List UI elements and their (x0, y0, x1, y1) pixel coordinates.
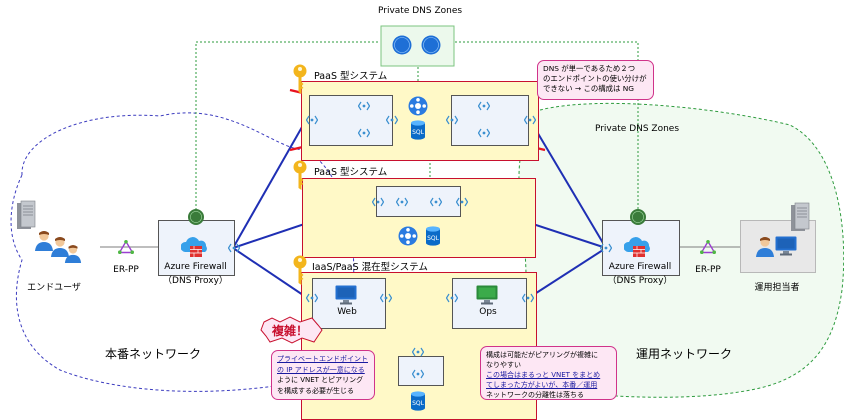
key-icon (293, 255, 307, 285)
private-dns-zone-box (380, 25, 455, 67)
ng-callout-line: できない → この構成は NG (543, 84, 635, 93)
callout-line: 構成は可能だがピアリングが複雑に (486, 351, 598, 359)
ops-vm-icon (476, 285, 498, 305)
vnet-box-left (309, 95, 393, 146)
peering-callout-left: プライベートエンドポイント の IP アドレスが一意になる ように VNET と… (271, 350, 375, 400)
connector-icon (446, 115, 458, 125)
person-icon (756, 237, 774, 257)
connector-icon (358, 128, 370, 138)
callout-line: の IP アドレスが一意になる (277, 365, 365, 374)
paas-system-2-title: PaaS 型システム (314, 167, 388, 178)
private-dns-zones-top-label: Private DNS Zones (378, 6, 463, 16)
vnet-box-right (451, 95, 529, 146)
dns-zone-icon (421, 35, 441, 55)
firewall-label-right: Azure Firewall (608, 262, 672, 272)
connector-icon (412, 369, 424, 379)
person-icon (64, 245, 82, 263)
connector-icon (412, 347, 424, 357)
connector-icon (522, 293, 534, 303)
connector-icon (524, 115, 536, 125)
firewall-label-left: Azure Firewall (164, 262, 227, 272)
callout-line: なりやすい (486, 361, 521, 369)
connector-icon (446, 293, 458, 303)
dns-proxy-icon (188, 209, 204, 225)
sql-label: SQL (412, 400, 424, 407)
web-vm-label: Web (337, 307, 357, 317)
expressroute-peering-icon (118, 240, 134, 254)
firewall-sublabel-left: （DNS Proxy） (163, 276, 228, 286)
private-dns-zones-right-label: Private DNS Zones (594, 124, 680, 134)
connector-icon (228, 243, 240, 253)
peering-callout-right: 構成は可能だがピアリングが複雑に なりやすい この場合はまるっと VNET をま… (480, 346, 617, 400)
connector-icon (478, 101, 490, 111)
connector-icon (386, 115, 398, 125)
callout-line: ように VNET とピアリング (277, 376, 364, 384)
production-network-label: 本番ネットワーク (105, 347, 202, 361)
sql-label: SQL (412, 129, 424, 136)
paas-system-1-title: PaaS 型システム (314, 71, 388, 82)
app-gateway-icon (408, 96, 428, 116)
key-icon (293, 64, 307, 94)
callout-line: この場合はまるっと VNET をまとめ (486, 371, 601, 379)
firewall-icon (181, 236, 208, 258)
ng-callout-line: のエンドポイントの使い分けが (543, 74, 647, 83)
app-gateway-icon (398, 226, 418, 246)
vnet-box (376, 186, 461, 217)
firewall-sublabel-right: （DNS Proxy） (607, 276, 673, 286)
complexity-label: 複雑！ (272, 324, 309, 338)
server-icon (16, 200, 36, 230)
connector-icon (456, 197, 468, 207)
operations-network-area (518, 102, 844, 398)
connector-icon (306, 293, 318, 303)
callout-line: ネットワークの分離性は落ちる (486, 391, 584, 399)
operations-network-label: 運用ネットワーク (636, 347, 733, 361)
connector-icon (358, 101, 370, 111)
web-vm-icon (335, 285, 357, 305)
connector-icon (478, 128, 490, 138)
firewall-icon (624, 236, 651, 258)
sql-label: SQL (427, 235, 439, 242)
er-pp-label-left: ER-PP (113, 265, 139, 275)
er-pp-label-right: ER-PP (695, 265, 721, 275)
mixed-system-title: IaaS/PaaS 混在型システム (312, 262, 428, 273)
callout-line: プライベートエンドポイント (277, 355, 368, 363)
dns-zone-icon (392, 35, 412, 55)
end-user-label: エンドユーザ (27, 283, 81, 293)
callout-line: を構成する必要が生じる (277, 386, 354, 395)
server-icon (790, 202, 810, 232)
complexity-burst (260, 316, 323, 344)
ng-callout: DNS が単一であるため２つ のエンドポイントの使い分けが できない → この構… (537, 60, 654, 100)
dns-link-right (455, 41, 639, 210)
dns-proxy-icon (630, 209, 646, 225)
connector-icon (396, 197, 408, 207)
key-icon (293, 160, 307, 190)
connector-icon (600, 243, 612, 253)
computer-icon (775, 236, 797, 256)
dns-link-left (195, 41, 380, 210)
ops-vm-label: Ops (479, 307, 497, 317)
connector-icon (372, 197, 384, 207)
ng-callout-line: DNS が単一であるため２つ (543, 64, 636, 73)
expressroute-peering-icon (700, 240, 716, 254)
admin-label: 運用担当者 (754, 283, 800, 293)
connector-icon (306, 115, 318, 125)
callout-line: てしまった方がよいが、本番／運用 (486, 381, 598, 389)
connector-icon (430, 197, 442, 207)
connector-icon (380, 293, 392, 303)
